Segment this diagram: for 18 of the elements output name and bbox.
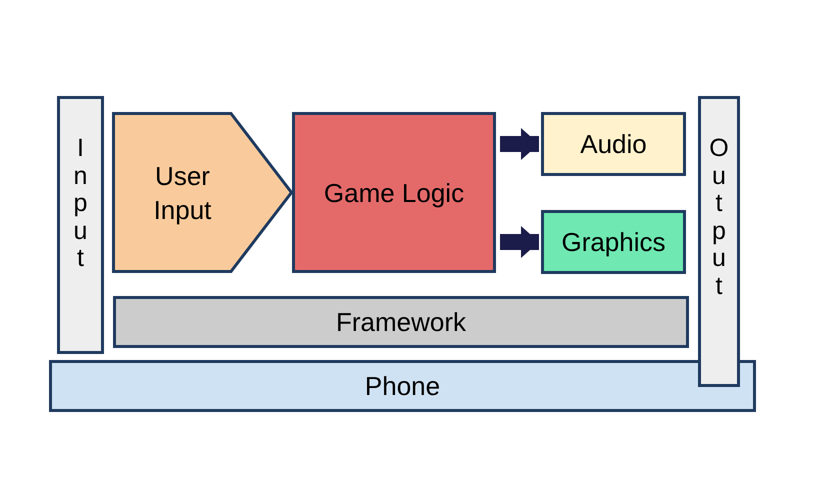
node-label: Framework [336, 306, 466, 338]
node-label: User Input [152, 160, 212, 226]
block-arrow [500, 226, 539, 258]
audio-box [541, 112, 686, 176]
node-label: Phone [364, 370, 440, 402]
input-column [57, 96, 104, 354]
phone-bar [49, 360, 756, 412]
node-label: Output [711, 135, 727, 300]
graphics-box [541, 210, 686, 274]
node-label: Audio [580, 128, 647, 160]
output-column [698, 96, 740, 387]
game-logic-box [292, 112, 496, 273]
node-label: Input [72, 135, 88, 272]
node-label: Graphics [561, 226, 666, 258]
framework-bar [113, 296, 689, 348]
user-input-pentagon [112, 112, 293, 273]
node-label: Game Logic [324, 176, 464, 208]
block-arrow [500, 128, 539, 160]
